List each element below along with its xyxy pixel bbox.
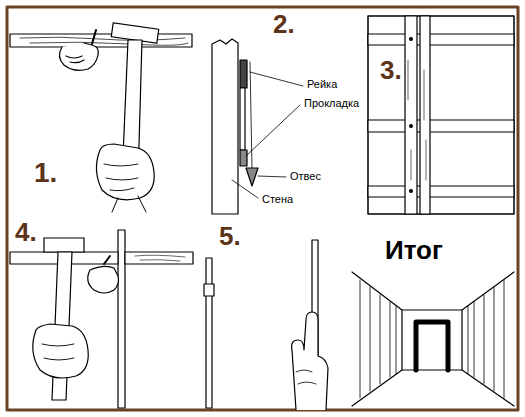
corridor-drawing xyxy=(352,272,514,406)
step-number: 2. xyxy=(272,10,296,39)
frame xyxy=(7,7,518,410)
panel-two-drawing xyxy=(212,39,303,214)
panel-one-drawing xyxy=(10,23,192,212)
panel-four-drawing xyxy=(10,230,193,408)
step-number: 1. xyxy=(33,158,58,189)
step-number: 3. xyxy=(379,56,403,85)
part-label: Стена xyxy=(261,193,294,205)
panel-five-drawing xyxy=(204,240,328,410)
step-number: 5. xyxy=(218,222,242,251)
result-title: Итог xyxy=(384,236,444,265)
part-label: Рейка xyxy=(306,78,338,90)
panel-three-drawing xyxy=(368,16,514,214)
part-label: Отвес xyxy=(289,170,322,182)
part-label: Прокладка xyxy=(303,97,360,109)
step-number: 4. xyxy=(14,218,38,247)
